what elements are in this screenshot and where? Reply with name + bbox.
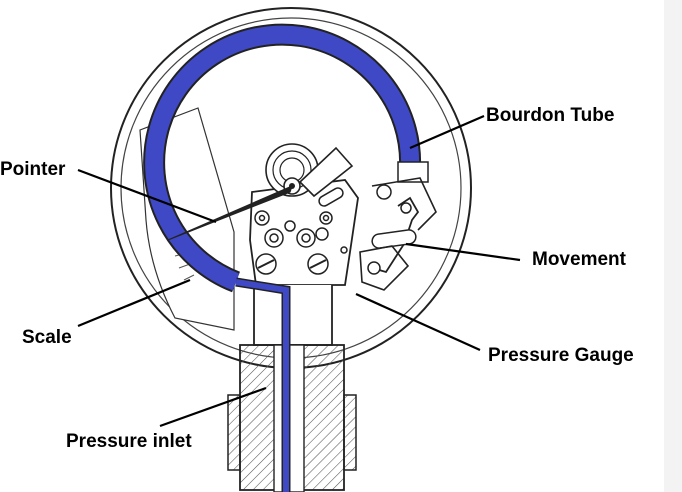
socket-hex-left [227,394,241,471]
tube-end-link [371,177,437,231]
socket-hex-right [343,394,357,471]
bourdon-tube-fill [145,25,420,291]
leader-movement [405,242,521,262]
sector-arm [298,146,354,198]
leader-scale [77,278,191,328]
plate-slot [318,187,344,207]
movement-arm [359,245,410,291]
label-pressure-gauge: Pressure Gauge [488,345,634,366]
label-scale: Scale [22,327,72,348]
leader-pressure-gauge [355,292,481,352]
label-bourdon-tube: Bourdon Tube [486,105,615,126]
label-movement: Movement [532,249,626,270]
movement-pivot-bottom [367,261,381,275]
movement-link [371,196,420,274]
page-edge-strip [664,0,682,492]
inlet-tube-fill [235,279,289,492]
leader-pointer [77,168,217,224]
leader-pressure-inlet [159,386,267,428]
leader-bourdon-tube [409,114,485,150]
tube-end-block [397,161,429,183]
movement-slot [371,229,417,249]
label-pointer: Pointer [0,159,66,180]
socket-stem [253,285,333,346]
movement-pivot-top [400,202,412,214]
pointer-needle [167,184,293,241]
screw-slots [257,259,327,269]
link-pivot [376,184,392,200]
label-pressure-inlet: Pressure inlet [66,431,192,452]
